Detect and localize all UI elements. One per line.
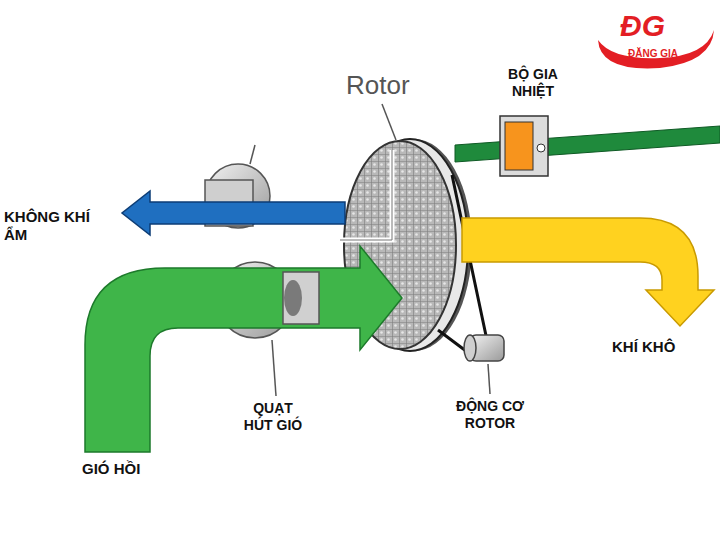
rotor-sector-edge <box>340 150 392 240</box>
motor-shaft <box>464 335 476 361</box>
drive-belt <box>438 175 488 360</box>
regeneration-duct <box>455 126 720 162</box>
part-name: ĐỘNG CƠ ROTOR <box>446 398 534 432</box>
rotor-sector <box>340 150 392 240</box>
logo-mark: ĐG <box>620 8 710 44</box>
part-name: BỘ GIA NHIỆT <box>498 66 568 100</box>
leader-line <box>488 364 490 394</box>
part-name: QUẠT HÚT GIÓ <box>240 400 306 434</box>
heater-terminal <box>537 144 545 152</box>
flow-label: KHÍ KHÔ <box>612 338 712 356</box>
leader-line <box>272 340 276 396</box>
flow-label: GIÓ HỒI <box>82 460 182 478</box>
dry-air-arrow <box>462 218 714 326</box>
part-name: Rotor <box>346 70 436 101</box>
return-air-arrow <box>85 246 402 452</box>
intake-fan-housing <box>283 272 319 324</box>
leader-line <box>382 104 396 140</box>
humid-air-arrow <box>122 191 345 235</box>
leader-line <box>250 145 255 164</box>
flow-label: KHÔNG KHÍ ẨM <box>4 208 104 244</box>
intake-fan-opening <box>284 280 302 316</box>
heater-element <box>505 122 533 170</box>
logo-text: ĐẶNG GIA <box>628 48 708 60</box>
heater-frame <box>500 116 548 176</box>
